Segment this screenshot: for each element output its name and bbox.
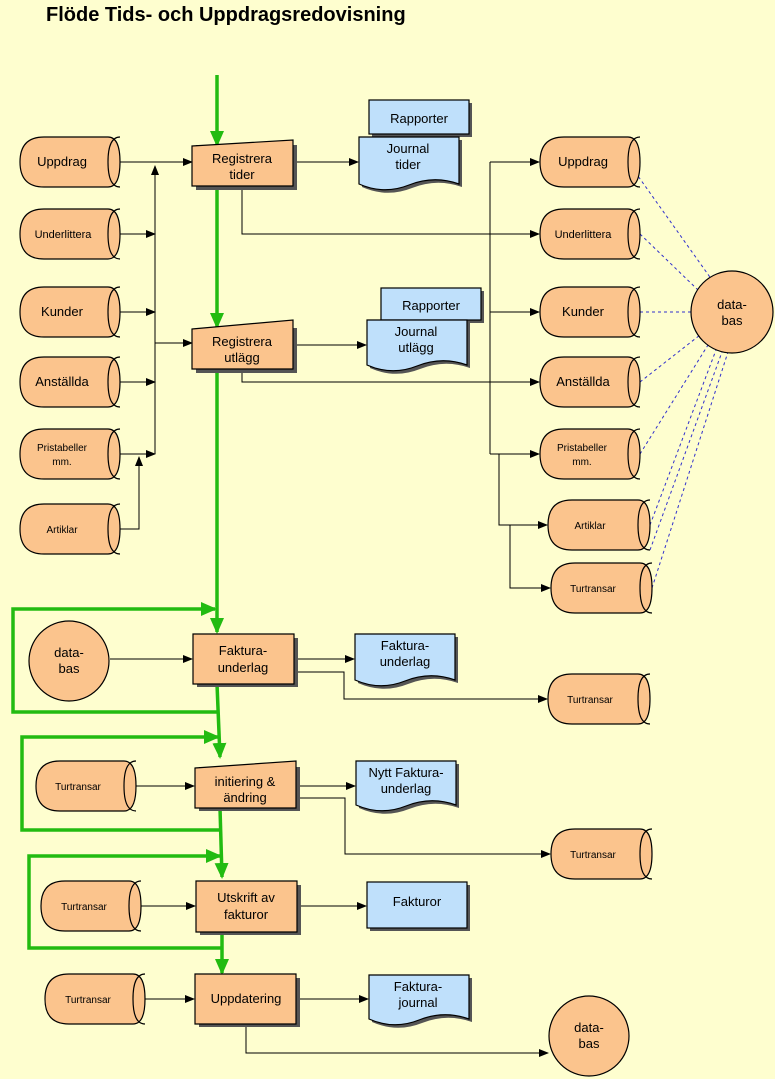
store-uppdrag-out: Uppdrag	[539, 136, 641, 188]
store-label: Turtransar	[61, 902, 107, 913]
store-pristabeller-out: Pristabeller mm.	[539, 428, 641, 480]
process-registrera-tider: Registrera tider	[191, 139, 297, 190]
process-label: fakturor	[224, 907, 269, 922]
store-label: Pristabeller	[557, 443, 608, 454]
store-uppdrag-in: Uppdrag	[19, 136, 121, 188]
process-initiering: initiering & ändring	[194, 760, 300, 811]
store-kunder-in: Kunder	[19, 286, 121, 338]
database-label: data-	[717, 297, 747, 312]
process-label: Registrera	[212, 334, 273, 349]
main-flow	[11, 75, 229, 975]
database-label: bas	[59, 661, 80, 676]
document-journal-utlagg: Journal utlägg	[366, 319, 470, 374]
store-label: Underlittera	[35, 229, 93, 241]
store-label: Turtransar	[567, 695, 613, 706]
process-label: Uppdatering	[211, 991, 282, 1006]
store-pristabeller-in: Pristabeller mm.	[19, 428, 121, 480]
database-label: data-	[54, 645, 84, 660]
document-label: underlag	[380, 654, 431, 669]
document-rapporter-1: Rapporter	[368, 99, 472, 137]
document-label: Rapporter	[390, 111, 448, 126]
process-faktura-underlag: Faktura- underlag	[192, 633, 298, 687]
store-label: Kunder	[41, 304, 84, 319]
store-artiklar-in: Artiklar	[19, 503, 121, 555]
process-uppdatering: Uppdatering	[194, 973, 300, 1027]
store-turtransar-out-1: Turtransar	[550, 562, 653, 614]
store-label: Underlittera	[555, 229, 613, 241]
diagram-title: Flöde Tids- och Uppdragsredovisning	[46, 4, 406, 26]
store-label: mm.	[52, 457, 71, 468]
document-label: Faktura-	[381, 638, 429, 653]
document-label: Nytt Faktura-	[368, 765, 443, 780]
document-label: underlag	[381, 781, 432, 796]
document-faktura-journal: Faktura- journal	[368, 974, 472, 1028]
store-underlittera-in: Underlittera	[19, 208, 121, 260]
store-label: Turtransar	[570, 850, 616, 861]
database-label: bas	[722, 313, 743, 328]
input-stores: Uppdrag Underlittera Kunder Anställda Pr…	[19, 136, 146, 1025]
database-bottom: data- bas	[548, 995, 630, 1077]
process-utskrift: Utskrift av fakturor	[195, 880, 301, 935]
store-turtransar-in-2: Turtransar	[40, 880, 142, 932]
process-label: Faktura-	[219, 643, 267, 658]
store-label: Artiklar	[46, 525, 78, 536]
store-anstallda-out: Anställda	[539, 356, 641, 408]
documents: Rapporter Journal tider Rapporter Journa…	[354, 99, 484, 1028]
store-label: Uppdrag	[37, 154, 87, 169]
store-label: Anställda	[556, 374, 610, 389]
document-label: Journal	[395, 324, 438, 339]
store-label: Anställda	[35, 374, 89, 389]
process-registrera-utlagg: Registrera utlägg	[191, 319, 297, 373]
processes: Registrera tider Registrera utlägg Faktu…	[191, 139, 301, 1027]
store-anstallda-in: Anställda	[19, 356, 121, 408]
store-label: Turtransar	[570, 584, 616, 595]
database-left: data- bas	[28, 620, 110, 702]
store-label: Turtransar	[55, 782, 101, 793]
document-label: tider	[395, 157, 421, 172]
store-label: Turtransar	[65, 995, 111, 1006]
store-label: Uppdrag	[558, 154, 608, 169]
process-label: utlägg	[224, 350, 259, 365]
document-nytt-faktura-underlag: Nytt Faktura- underlag	[355, 760, 459, 814]
document-faktura-underlag: Faktura- underlag	[354, 633, 458, 689]
document-label: utlägg	[398, 340, 433, 355]
store-label: Pristabeller	[37, 443, 88, 454]
document-label: Fakturor	[393, 894, 442, 909]
output-stores: Uppdrag Underlittera Kunder Anställda Pr…	[539, 136, 653, 880]
database-main: data- bas	[690, 270, 774, 354]
process-label: tider	[229, 167, 255, 182]
document-fakturor: Fakturor	[366, 881, 470, 931]
store-label: mm.	[572, 457, 591, 468]
database-label: bas	[579, 1036, 600, 1051]
document-label: Journal	[387, 141, 430, 156]
document-label: journal	[397, 995, 437, 1010]
store-label: Kunder	[562, 304, 605, 319]
store-underlittera-out: Underlittera	[539, 208, 641, 260]
store-artiklar-out: Artiklar	[547, 499, 651, 551]
process-label: Utskrift av	[217, 890, 275, 905]
store-turtransar-out-2: Turtransar	[547, 673, 651, 725]
document-journal-tider: Journal tider	[358, 136, 462, 193]
store-turtransar-in-3: Turtransar	[44, 973, 146, 1025]
document-label: Faktura-	[394, 979, 442, 994]
store-turtransar-out-3: Turtransar	[550, 828, 653, 880]
database-connections	[627, 161, 729, 589]
process-label: Registrera	[212, 151, 273, 166]
store-turtransar-in-1: Turtransar	[35, 760, 137, 812]
databases: data- bas data- bas data- bas	[28, 270, 774, 1077]
store-kunder-out: Kunder	[539, 286, 641, 338]
process-label: ändring	[223, 790, 266, 805]
database-label: data-	[574, 1020, 604, 1035]
store-label: Artiklar	[574, 521, 606, 532]
document-label: Rapporter	[402, 298, 460, 313]
process-label: underlag	[218, 660, 269, 675]
document-rapporter-2: Rapporter	[380, 287, 484, 323]
process-label: initiering &	[215, 774, 276, 789]
